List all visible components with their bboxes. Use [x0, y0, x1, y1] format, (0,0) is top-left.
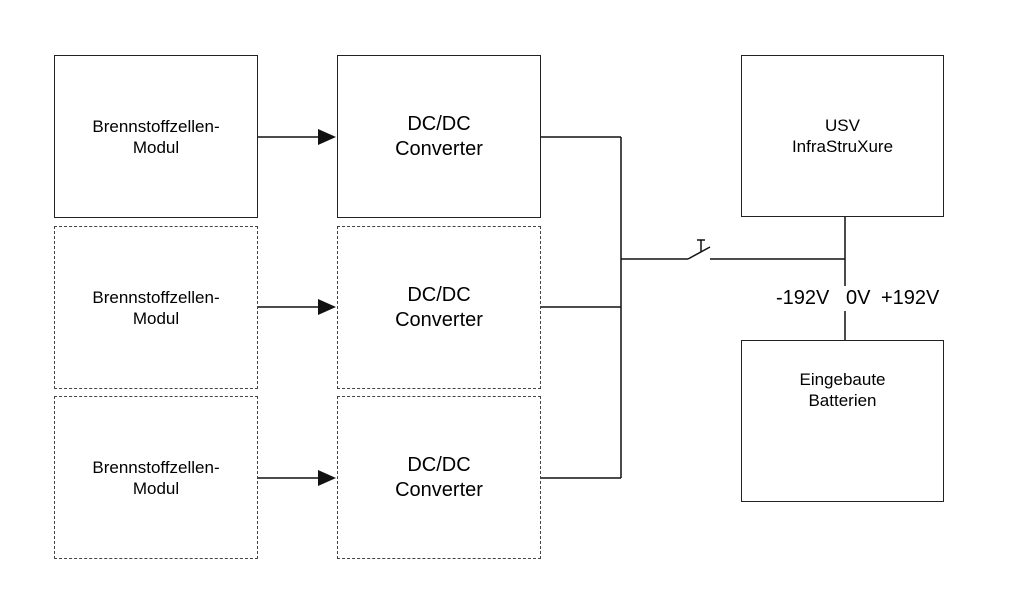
ups-label-line1: USV [825, 116, 860, 135]
voltage-zero: 0V [846, 287, 871, 309]
arrowhead-1 [318, 129, 336, 145]
ups-box: USV InfraStruXure [741, 55, 944, 217]
battery-label-line1: Eingebaute [799, 370, 886, 389]
arrowhead-2 [318, 299, 336, 315]
fuel-cell-label-line1: Brennstoffzellen- [92, 287, 220, 307]
converter-label-line2: Converter [395, 478, 483, 501]
switch-blade [687, 246, 711, 260]
dcdc-converter-1: DC/DC Converter [337, 55, 541, 218]
fuel-cell-module-3: Brennstoffzellen- Modul [54, 396, 258, 559]
dcdc-converter-3: DC/DC Converter [337, 396, 541, 559]
voltage-negative: -192V [776, 287, 830, 309]
converter-label-line2: Converter [395, 308, 483, 331]
fuel-cell-label-line1: Brennstoffzellen- [92, 457, 220, 477]
fuel-cell-label-line2: Modul [132, 478, 180, 498]
ups-label-line2: InfraStruXure [791, 137, 894, 156]
dcdc-converter-2: DC/DC Converter [337, 226, 541, 389]
fuel-cell-label-line2: Modul [132, 137, 180, 157]
arrowhead-3 [318, 470, 336, 486]
converter-label-line2: Converter [395, 137, 483, 160]
fuel-cell-module-2: Brennstoffzellen- Modul [54, 226, 258, 389]
converter-label-line1: DC/DC [407, 112, 471, 135]
fuel-cell-label-line2: Modul [132, 308, 180, 328]
fuel-cell-module-1: Brennstoffzellen- Modul [54, 55, 258, 218]
battery-box: Eingebaute Batterien [741, 340, 944, 502]
converter-label-line1: DC/DC [407, 453, 471, 476]
battery-label-line2: Batterien [808, 391, 877, 410]
converter-label-line1: DC/DC [407, 283, 471, 306]
voltage-positive: +192V [881, 287, 940, 309]
fuel-cell-label-line1: Brennstoffzellen- [92, 116, 220, 136]
